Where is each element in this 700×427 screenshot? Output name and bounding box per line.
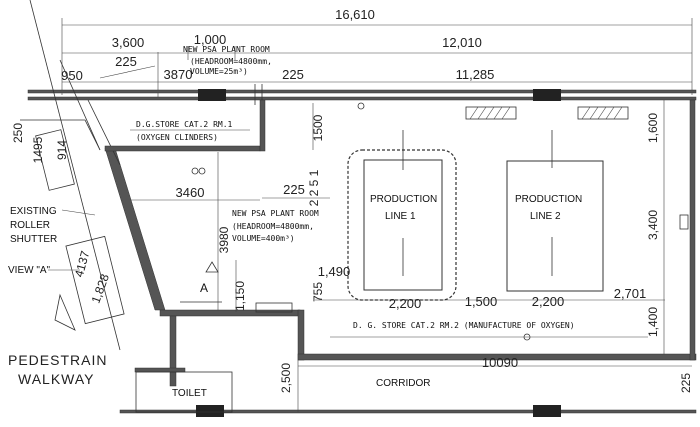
svg-text:(OXYGEN CLINDERS): (OXYGEN CLINDERS) xyxy=(136,133,218,142)
dim-3460: 3460 xyxy=(176,185,205,200)
dim-right-width: 12,010 xyxy=(442,35,482,50)
svg-text:WALKWAY: WALKWAY xyxy=(18,371,95,387)
dim-overall-width: 16,610 xyxy=(335,7,375,22)
dim-1495: 1495 xyxy=(31,136,45,163)
dimension-right: 1,600 3,400 1,400 225 xyxy=(646,100,693,393)
dim-2251: 2 2 5 1 xyxy=(307,169,321,206)
inner-walls xyxy=(104,99,697,387)
production-line-2: PRODUCTION LINE 2 xyxy=(506,130,604,292)
dim-225-mid: 225 xyxy=(282,67,304,82)
svg-text:SHUTTER: SHUTTER xyxy=(10,234,57,245)
dim-11285: 11,285 xyxy=(456,67,495,82)
dim-225-top: 225 xyxy=(115,54,137,69)
dim-2200-a: 2,200 xyxy=(389,296,422,311)
dim-2500: 2,500 xyxy=(279,363,293,393)
svg-text:LINE 2: LINE 2 xyxy=(530,211,561,222)
dim-3980: 3980 xyxy=(217,226,231,253)
dim-1490: 1,490 xyxy=(318,264,351,279)
dimension-chain-top: 16,610 3,600 1,000 12,010 950 225 3870 2… xyxy=(61,7,693,95)
svg-text:EXISTING: EXISTING xyxy=(10,206,57,217)
dim-1400: 1,400 xyxy=(646,307,660,337)
corridor-annotations: 10090 CORRIDOR 2,500 xyxy=(279,355,692,412)
label-existing-roller-shutter: EXISTING ROLLER SHUTTER VIEW "A" xyxy=(8,206,96,276)
section-marker-a: A xyxy=(200,281,208,295)
svg-text:NEW PSA PLANT ROOM: NEW PSA PLANT ROOM xyxy=(232,209,319,218)
svg-text:(HEADROOM=4800mm,: (HEADROOM=4800mm, xyxy=(190,57,272,66)
dimension-left-vertical: 250 1495 914 4137 1,828 xyxy=(11,123,112,305)
wall-bottom xyxy=(119,367,697,417)
wall-top xyxy=(27,84,697,105)
hatched-equipment xyxy=(191,102,629,341)
svg-text:VOLUME=25m³): VOLUME=25m³) xyxy=(190,67,248,76)
dim-10090: 10090 xyxy=(482,355,518,370)
svg-text:LINE 1: LINE 1 xyxy=(385,211,416,222)
dim-1600: 1,600 xyxy=(646,113,660,143)
dim-1500-b: 1,500 xyxy=(465,294,498,309)
label-toilet: TOILET xyxy=(172,388,207,399)
dim-225-r: 225 xyxy=(679,373,693,393)
svg-text:(HEADROOM=4800mm,: (HEADROOM=4800mm, xyxy=(232,222,314,231)
dim-755: 755 xyxy=(311,282,325,302)
dim-4137: 4137 xyxy=(72,249,93,279)
dim-1828: 1,828 xyxy=(89,272,113,305)
dim-1150: 1,150 xyxy=(233,281,247,311)
svg-text:VOLUME=400m³): VOLUME=400m³) xyxy=(232,234,295,243)
dim-3870: 3870 xyxy=(164,67,193,82)
svg-text:NEW PSA PLANT ROOM: NEW PSA PLANT ROOM xyxy=(183,45,270,54)
label-dg-store-2: D. G. STORE CAT.2 RM.2 (MANUFACTURE OF O… xyxy=(330,321,648,338)
dim-225-b: 225 xyxy=(283,182,305,197)
dim-250: 250 xyxy=(11,123,25,143)
label-pedestrian-walkway: PEDESTRAIN WALKWAY xyxy=(8,352,107,387)
dim-1500: 1500 xyxy=(311,114,325,141)
dim-3400: 3,400 xyxy=(646,210,660,240)
label-view-a: VIEW "A" xyxy=(8,265,51,276)
svg-text:D. G. STORE CAT.2 RM.2 (MANUFA: D. G. STORE CAT.2 RM.2 (MANUFACTURE OF O… xyxy=(353,321,575,330)
svg-text:PEDESTRAIN: PEDESTRAIN xyxy=(8,352,107,368)
dimension-production-bottom: 1,490 755 2,200 1,500 2,200 2,701 xyxy=(311,264,665,311)
svg-text:ROLLER: ROLLER xyxy=(10,220,50,231)
svg-text:PRODUCTION: PRODUCTION xyxy=(515,194,582,205)
mid-room-annotations: 3460 225 2 2 5 1 1500 3980 1,150 NEW PSA… xyxy=(130,103,330,313)
label-dg-store-1: D.G.STORE CAT.2 RM.1 (OXYGEN CLINDERS) xyxy=(130,120,250,142)
label-corridor: CORRIDOR xyxy=(376,378,430,389)
dim-914: 914 xyxy=(55,140,69,160)
dim-1000: 1,000 xyxy=(194,32,227,47)
svg-text:PRODUCTION: PRODUCTION xyxy=(370,194,437,205)
dim-left-width: 3,600 xyxy=(112,35,145,50)
dim-2701: 2,701 xyxy=(614,286,647,301)
dim-950: 950 xyxy=(61,68,83,83)
production-line-1: PRODUCTION LINE 1 xyxy=(347,130,457,301)
toilet-room: TOILET xyxy=(135,371,233,413)
svg-text:D.G.STORE CAT.2 RM.1: D.G.STORE CAT.2 RM.1 xyxy=(136,120,233,129)
dim-2200-b: 2,200 xyxy=(532,294,565,309)
